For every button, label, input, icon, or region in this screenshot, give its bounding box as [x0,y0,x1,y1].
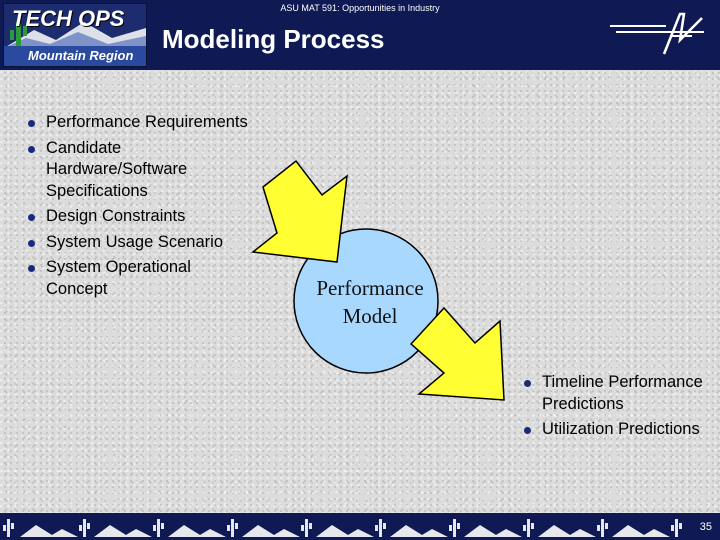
list-item: Timeline Performance Predictions [524,372,704,415]
logo-bottom-band: Mountain Region [4,46,146,66]
header-bar: TECH OPS Mountain Region ASU MAT 591: Op… [0,0,720,70]
input-label: Candidate Hardware/Software Specificatio… [46,138,188,200]
logo-top-text: TECH OPS [12,6,125,31]
input-label: Performance Requirements [46,113,248,131]
output-label: Utilization Predictions [542,420,700,438]
page-number: 35 [699,521,712,533]
footer-bar: 35 [0,513,720,540]
model-label-line: Performance [316,276,424,300]
brand-star-icon [610,12,704,55]
bullet-icon [28,120,35,127]
model-circle [293,228,439,374]
output-label: Timeline Performance Predictions [542,373,703,413]
model-label: Performance Model [290,274,450,330]
bullet-icon [524,380,531,387]
bullet-icon [28,265,35,272]
logo-bottom-text: Mountain Region [28,48,134,63]
input-arrow-icon [251,159,348,263]
output-list: Timeline Performance Predictions Utiliza… [524,372,704,445]
bullet-icon [524,427,531,434]
input-list: Performance Requirements Candidate Hardw… [28,112,248,304]
input-label: System Operational Concept [46,258,191,298]
list-item: System Usage Scenario [28,232,248,254]
bullet-icon [28,214,35,221]
bullet-icon [28,239,35,247]
list-item: System Operational Concept [28,257,248,300]
mountain-cactus-border-icon [3,519,682,537]
output-arrow-icon [409,306,505,401]
list-item: Candidate Hardware/Software Specificatio… [28,138,248,203]
input-label: Design Constraints [46,207,186,225]
list-item: Design Constraints [28,206,248,228]
page-title: Modeling Process [162,24,385,54]
mountain-logo-icon [4,22,146,50]
course-subtitle: ASU MAT 591: Opportunities in Industry [280,3,440,13]
list-item: Utilization Predictions [524,419,704,441]
bullet-icon [28,145,35,153]
input-label: System Usage Scenario [46,232,223,251]
list-item: Performance Requirements [28,112,248,134]
tech-ops-logo: TECH OPS Mountain Region [3,3,147,67]
model-label-line: Model [342,304,398,328]
